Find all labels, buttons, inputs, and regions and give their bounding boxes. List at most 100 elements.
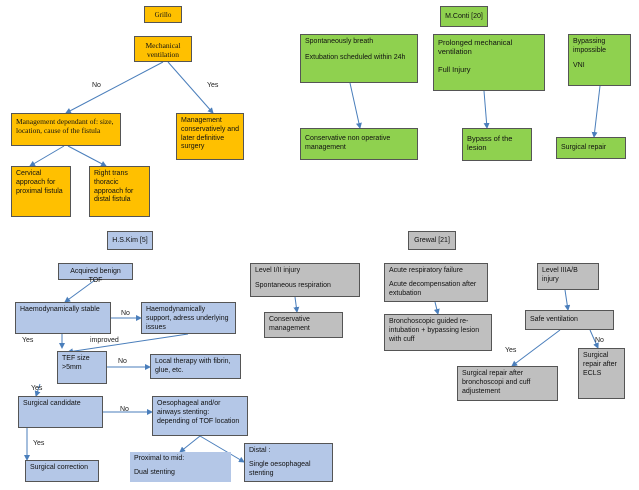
arrow-level3-to-safe — [564, 289, 571, 311]
arrow-spont-to-conservative — [349, 82, 362, 129]
safe-ventilation-node: Safe ventilation — [525, 310, 614, 330]
distal-node: Distal : Single oesophageal stenting — [244, 443, 333, 482]
acute-respiratory-text: Acute respiratory failure — [389, 267, 463, 274]
grillo-no-label: No — [92, 82, 101, 89]
kim-title-box: H.S.Kim [5] — [107, 231, 153, 250]
arrow-safe-to-after-bronch — [511, 329, 561, 367]
distal-text: Distal : — [249, 447, 271, 454]
surgical-after-ecls-node: Surgical repair after ECLS — [578, 348, 625, 399]
bypassing-impossible-node: Bypassing impossible VNI — [568, 34, 631, 86]
level-3-node: Level IIIA/B injury — [537, 263, 599, 290]
haemodynamically-stable-text: Haemodynamically stable — [20, 306, 100, 313]
bronchoscopic-text: Bronchoscopic guided re-intubation + byp… — [389, 318, 480, 343]
conti-title: M.Conti [20] — [445, 13, 483, 20]
spontaneous-breath-node: Spontaneously breath Extubation schedule… — [300, 34, 418, 83]
level-1-2-text: Level I/II injury — [255, 267, 301, 274]
right-trans-node: Right trans thoracic approach for distal… — [89, 166, 150, 217]
arrow-acquired-to-stable — [64, 279, 96, 303]
acquired-tof-node: Acquired benign TOF — [58, 263, 133, 284]
kim-no-label-1: No — [121, 310, 130, 317]
local-therapy-node: Local therapy with fibrin, glue, etc. — [150, 354, 241, 379]
bypass-lesion-node: Bypass of the lesion — [462, 128, 532, 161]
surgical-correction-node: Surgical correction — [25, 460, 99, 482]
acquired-tof-text: Acquired benign TOF — [70, 268, 121, 284]
bypass-lesion-text: Bypass of the lesion — [467, 134, 513, 153]
kim-no-label-3: No — [120, 406, 129, 413]
mechanical-ventilation-text: Mechanical ventilation — [145, 41, 181, 60]
vni-text: VNI — [573, 61, 585, 69]
grewal-title: Grewal [21] — [414, 237, 450, 244]
conservative-non-operative-text: Conservative non operative management — [305, 135, 391, 151]
arrow-acute-to-bronch — [433, 301, 440, 315]
grillo-title-box: Grillo — [144, 6, 182, 23]
conti-surgical-repair-node: Surgical repair — [556, 137, 626, 159]
management-dependant-text: Management dependant of: size, location,… — [16, 117, 114, 136]
kim-yes-label-1: Yes — [22, 337, 34, 344]
level-1-2-node: Level I/II injury Spontaneous respiratio… — [250, 263, 360, 297]
kim-title: H.S.Kim [5] — [112, 237, 148, 244]
kim-yes-label-3: Yes — [33, 440, 45, 447]
haemodynamically-stable-node: Haemodynamically stable — [15, 302, 111, 334]
acute-respiratory-node: Acute respiratory failure Acute decompen… — [384, 263, 488, 302]
stenting-text: Oesophageal and/or airways stenting: dep… — [157, 400, 240, 425]
arrow-mv-to-conservative — [167, 61, 214, 114]
conti-title-box: M.Conti [20] — [440, 6, 488, 27]
extubation-scheduled-text: Extubation scheduled within 24h — [305, 53, 406, 61]
grewal-yes-label: Yes — [505, 347, 517, 354]
surgical-correction-text: Surgical correction — [30, 464, 88, 471]
arrow-stenting-to-distal — [199, 435, 245, 463]
level-3-text: Level IIIA/B injury — [542, 267, 578, 283]
haemodynamically-support-text: Haemodynamically support, adress underly… — [146, 306, 229, 331]
spontaneous-breath-text: Spontaneously breath — [305, 38, 374, 45]
arrow-prolonged-to-bypass — [483, 90, 490, 129]
arrow-to-cervical — [29, 145, 65, 167]
full-injury-text: Full Injury — [438, 64, 471, 74]
kim-no-label-2: No — [118, 358, 127, 365]
stenting-node: Oesophageal and/or airways stenting: dep… — [152, 396, 248, 436]
local-therapy-text: Local therapy with fibrin, glue, etc. — [155, 358, 231, 374]
surgical-after-bronch-node: Surgical repair after bronchoscopi and c… — [457, 366, 558, 401]
cervical-approach-text: Cervical approach for proximal fistula — [16, 170, 63, 195]
arrow-stenting-to-proximal — [179, 435, 201, 453]
acute-decompensation-text: Acute decompensation after extubation — [389, 280, 477, 297]
grewal-conservative-text: Conservative management — [269, 316, 310, 332]
mechanical-ventilation-node: Mechanical ventilation — [134, 36, 192, 62]
grillo-title: Grillo — [154, 11, 172, 19]
right-trans-text: Right trans thoracic approach for distal… — [94, 170, 134, 204]
management-conservative-text: Management conservatively and later defi… — [181, 117, 239, 151]
grewal-conservative-node: Conservative management — [264, 312, 343, 338]
grillo-yes-label: Yes — [207, 82, 219, 89]
proximal-to-mid-text: Proximal to mid: — [134, 455, 185, 462]
management-conservative-node: Management conservatively and later defi… — [176, 113, 244, 160]
improved-label: improved — [90, 337, 119, 344]
safe-ventilation-text: Safe ventilation — [530, 316, 578, 323]
conservative-non-operative-node: Conservative non operative management — [300, 128, 418, 160]
dual-stenting-text: Dual stenting — [134, 468, 175, 476]
grewal-title-box: Grewal [21] — [408, 231, 456, 250]
prolonged-ventilation-node: Prolonged mechanical ventilation Full In… — [433, 34, 545, 91]
kim-yes-label-2: Yes — [31, 385, 43, 392]
prolonged-ventilation-text: Prolonged mechanical ventilation — [438, 38, 513, 57]
surgical-after-bronch-text: Surgical repair after bronchoscopi and c… — [462, 370, 531, 395]
management-dependant-node: Management dependant of: size, location,… — [11, 113, 121, 146]
surgical-candidate-text: Surgical candidate — [23, 400, 81, 407]
proximal-to-mid-node: Proximal to mid: Dual stenting — [130, 452, 231, 482]
single-oesophageal-text: Single oesophageal stenting — [249, 460, 311, 477]
arrow-mv-to-dependant — [65, 61, 164, 114]
tef-size-node: TEF size >5mm — [57, 351, 107, 384]
grewal-no-label: No — [595, 337, 604, 344]
tef-size-text: TEF size >5mm — [62, 355, 90, 371]
haemodynamically-support-node: Haemodynamically support, adress underly… — [141, 302, 236, 334]
cervical-approach-node: Cervical approach for proximal fistula — [11, 166, 71, 217]
arrow-level12-to-conservative — [293, 296, 300, 313]
arrow-safe-to-after-ecls — [589, 329, 599, 349]
arrow-support-to-tef — [67, 333, 189, 355]
arrow-tef-to-candidate — [34, 383, 41, 397]
spontaneous-respiration-text: Spontaneous respiration — [255, 281, 331, 289]
bypassing-impossible-text: Bypassing impossible — [573, 38, 607, 54]
arrow-to-right-trans — [67, 145, 107, 167]
surgical-candidate-node: Surgical candidate — [18, 396, 103, 428]
bronchoscopic-node: Bronchoscopic guided re-intubation + byp… — [384, 314, 492, 351]
surgical-after-ecls-text: Surgical repair after ECLS — [583, 352, 617, 377]
